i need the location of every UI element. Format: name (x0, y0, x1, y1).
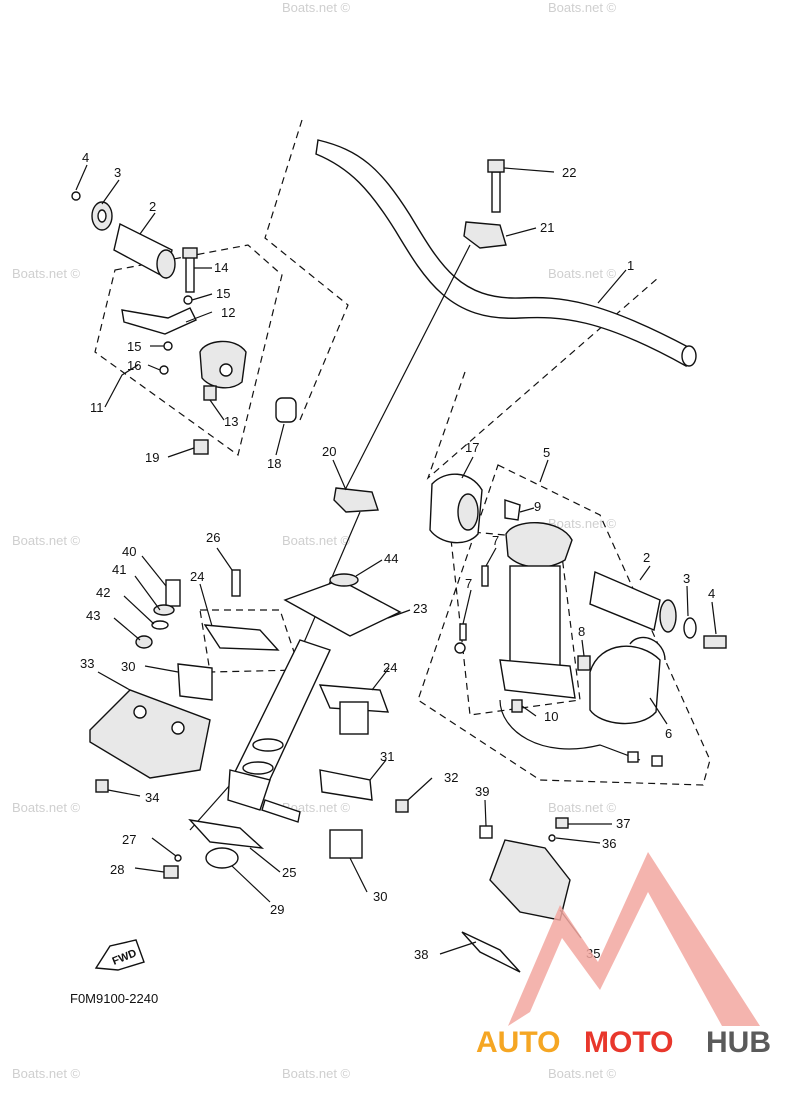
callout-36: 36 (602, 836, 616, 851)
watermark: Boats.net © (548, 266, 617, 281)
callout-42: 42 (96, 585, 110, 600)
callout-11: 11 (90, 400, 104, 415)
callout-6: 6 (665, 726, 672, 741)
callout-14: 14 (214, 260, 228, 275)
handlebar-group-outline (264, 119, 349, 421)
left-grip-group-outline (94, 244, 283, 457)
watermark: Boats.net © (548, 800, 617, 815)
fwd-arrow: FWD (94, 939, 145, 971)
callout-8: 8 (578, 624, 585, 639)
callout-23: 23 (413, 601, 427, 616)
relay-parts (461, 817, 571, 973)
callout-28: 28 (110, 862, 124, 877)
callout-39: 39 (475, 784, 489, 799)
callout-12: 12 (221, 305, 235, 320)
callout-9: 9 (534, 499, 541, 514)
callout-32: 32 (444, 770, 458, 785)
brand-moto: MOTO (584, 1026, 673, 1059)
callout-20: 20 (322, 444, 336, 459)
callout-24: 24 (383, 660, 397, 675)
callout-labels: 1 2 2 3 3 4 4 5 6 7 7 8 9 10 11 12 13 14… (80, 150, 715, 962)
callout-4: 4 (708, 586, 715, 601)
callout-26: 26 (206, 530, 220, 545)
watermark: Boats.net © (12, 1066, 81, 1081)
right-grip-group-outline (417, 464, 711, 786)
handlebar (315, 139, 697, 368)
callout-31: 31 (380, 749, 394, 764)
watermark: Boats.net © (548, 1066, 617, 1081)
diagram-code: F0M9100-2240 (70, 991, 158, 1006)
watermark: Boats.net © (282, 533, 351, 548)
watermark: Boats.net © (548, 516, 617, 531)
callout-27: 27 (122, 832, 136, 847)
callout-25: 25 (282, 865, 296, 880)
callout-7: 7 (465, 576, 472, 591)
callout-30: 30 (121, 659, 135, 674)
watermark: Boats.net © (12, 533, 81, 548)
callout-13: 13 (224, 414, 238, 429)
callout-2: 2 (643, 550, 650, 565)
callout-37: 37 (616, 816, 630, 831)
callout-21: 21 (540, 220, 554, 235)
callout-3: 3 (683, 571, 690, 586)
callout-15: 15 (216, 286, 230, 301)
left-fasteners (135, 569, 241, 649)
brackets (89, 624, 390, 793)
lower-parts (163, 769, 409, 879)
watermark: Boats.net © (282, 1066, 351, 1081)
callout-7: 7 (492, 533, 499, 548)
left-grip-parts (71, 191, 297, 455)
callout-5: 5 (543, 445, 550, 460)
watermark: Boats.net © (282, 0, 351, 15)
brand-hub: HUB (706, 1026, 771, 1059)
logo-triangles-icon (508, 852, 760, 1026)
leader-lines (75, 164, 717, 955)
callout-16: 16 (127, 358, 141, 373)
callout-29: 29 (270, 902, 284, 917)
callout-17: 17 (465, 440, 479, 455)
watermark: Boats.net © (548, 0, 617, 15)
callout-34: 34 (145, 790, 159, 805)
watermark: Boats.net © (12, 266, 81, 281)
right-grip-parts (429, 473, 727, 767)
steering-column (227, 487, 402, 823)
callout-24: 24 (190, 569, 204, 584)
callout-44: 44 (384, 551, 398, 566)
callout-19: 19 (145, 450, 159, 465)
brand-logo: AUTO MOTO HUB (476, 852, 771, 1059)
callout-10: 10 (544, 709, 558, 724)
callout-3: 3 (114, 165, 121, 180)
callout-38: 38 (414, 947, 428, 962)
callout-15: 15 (127, 339, 141, 354)
callout-18: 18 (267, 456, 281, 471)
watermarks: Boats.net © Boats.net © Boats.net © Boat… (12, 0, 617, 1081)
callout-41: 41 (112, 562, 126, 577)
callout-40: 40 (122, 544, 136, 559)
callout-1: 1 (627, 258, 634, 273)
callout-33: 33 (80, 656, 94, 671)
handlebar-clamp (463, 159, 507, 249)
callout-2: 2 (149, 199, 156, 214)
brand-auto: AUTO (476, 1026, 560, 1059)
right-housing-outline (426, 277, 659, 480)
callout-22: 22 (562, 165, 576, 180)
bracket-outline (199, 609, 301, 673)
watermark: Boats.net © (12, 800, 81, 815)
callout-30: 30 (373, 889, 387, 904)
callout-43: 43 (86, 608, 100, 623)
callout-4: 4 (82, 150, 89, 165)
